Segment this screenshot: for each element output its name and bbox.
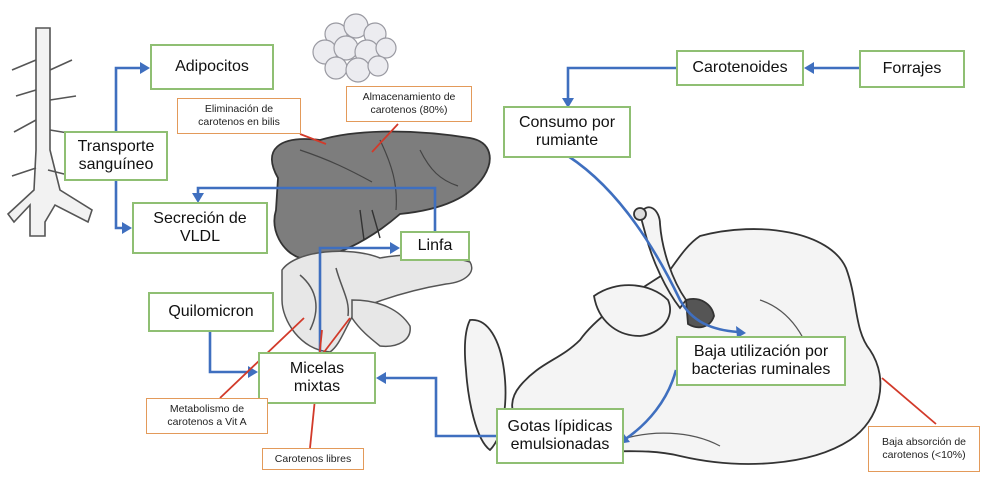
transporte-sanguineo-box: Transporte sanguíneo xyxy=(64,131,168,181)
almacenamiento-note: Almacenamiento de carotenos (80%) xyxy=(346,86,472,122)
carotenos-libres-note: Carotenos libres xyxy=(262,448,364,470)
arrow-micelas-quilomicron xyxy=(210,330,250,372)
linfa-box: Linfa xyxy=(400,231,470,261)
secrecion-vldl-box: Secreción de VLDL xyxy=(132,202,268,254)
metabolismo-vit-a-note: Metabolismo de carotenos a Vit A xyxy=(146,398,268,434)
eliminacion-bilis-note: Eliminación de carotenos en bilis xyxy=(177,98,301,134)
arrow-secrecion-to-transporte xyxy=(116,180,124,228)
consumo-por-rumiante-box: Consumo por rumiante xyxy=(503,106,631,158)
quilomicron-box: Quilomicron xyxy=(148,292,274,332)
pancreas-intestine-illustration xyxy=(282,251,472,352)
baja-absorcion-note: Baja absorción de carotenos (<10%) xyxy=(868,426,980,472)
micelas-mixtas-box: Micelas mixtas xyxy=(258,352,376,404)
baja-utilizacion-box: Baja utilización por bacterias ruminales xyxy=(676,336,846,386)
gotas-lipidicas-box: Gotas lípidicas emulsionadas xyxy=(496,408,624,464)
arrow-transporte-to-adipocitos xyxy=(116,68,142,131)
adipocitos-box: Adipocitos xyxy=(150,44,274,90)
fat-cells-illustration xyxy=(313,14,396,82)
carotenoides-box: Carotenoides xyxy=(676,50,804,86)
arrow-carotenoides-to-consumo xyxy=(568,68,676,100)
forrajes-box: Forrajes xyxy=(859,50,965,88)
